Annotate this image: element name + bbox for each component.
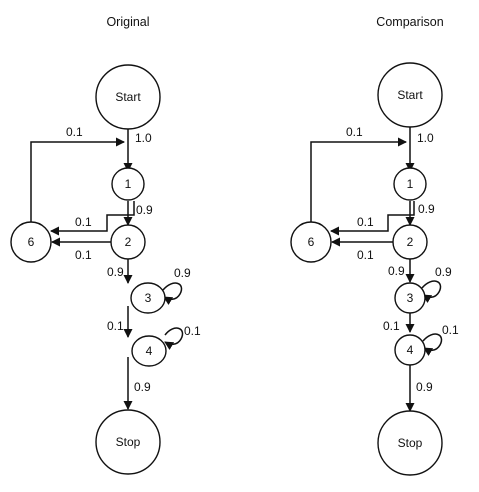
node-3: 3: [130, 282, 166, 314]
edge-6-to-1: [310, 137, 407, 227]
edge-label-2-to-6: 0.1: [357, 248, 374, 262]
svg-text:1: 1: [125, 177, 132, 191]
edge-label-2-to-6: 0.1: [75, 248, 92, 262]
node-6: 6: [10, 221, 52, 263]
panel-comparison: Comparison Start 1 2 6 3: [290, 15, 459, 476]
edge-label-2-to-3: 0.9: [388, 264, 405, 278]
node-4: 4: [394, 334, 426, 366]
svg-text:2: 2: [407, 235, 414, 249]
svg-text:3: 3: [407, 291, 414, 305]
edge-1-to-6: [330, 201, 415, 236]
node-1: 1: [111, 167, 145, 201]
node-6: 6: [290, 221, 332, 263]
edge-3-self: [162, 282, 183, 305]
svg-text:Stop: Stop: [116, 435, 141, 449]
edge-label-1-to-6: 0.1: [75, 215, 92, 229]
edge-label-4-to-stop: 0.9: [134, 380, 151, 394]
node-2: 2: [110, 224, 146, 260]
edge-label-1-to-6: 0.1: [357, 215, 374, 229]
node-start: Start: [95, 64, 161, 130]
svg-text:6: 6: [308, 235, 315, 249]
svg-text:1: 1: [407, 177, 414, 191]
edge-label-1-to-2: 0.9: [418, 202, 435, 216]
panel-original: Original Start 1 2 6 3: [10, 15, 201, 475]
edge-1-to-6: [50, 201, 135, 236]
node-stop: Stop: [377, 410, 443, 476]
edge-label-3-self: 0.9: [435, 265, 452, 279]
panel-title: Original: [106, 15, 149, 29]
edge-label-4-self: 0.1: [184, 324, 201, 338]
svg-text:3: 3: [145, 291, 152, 305]
svg-text:Start: Start: [115, 90, 141, 104]
edge-label-4-self: 0.1: [442, 323, 459, 337]
edge-label-start-to-1: 1.0: [135, 131, 152, 145]
edge-label-6-to-1: 0.1: [346, 125, 363, 139]
svg-text:4: 4: [146, 344, 153, 358]
svg-text:4: 4: [407, 343, 414, 357]
edge-label-2-to-3: 0.9: [107, 265, 124, 279]
edge-6-to-1: [30, 137, 125, 227]
node-3: 3: [394, 282, 426, 314]
svg-text:6: 6: [28, 235, 35, 249]
node-2: 2: [392, 224, 428, 260]
edge-label-4-to-stop: 0.9: [416, 380, 433, 394]
edge-label-6-to-1: 0.1: [66, 125, 83, 139]
node-start: Start: [377, 62, 443, 128]
node-1: 1: [393, 167, 427, 201]
edge-label-1-to-2: 0.9: [136, 203, 153, 217]
svg-text:Start: Start: [397, 88, 423, 102]
edge-label-3-to-4: 0.1: [383, 319, 400, 333]
edge-3-self: [421, 280, 442, 303]
edge-label-start-to-1: 1.0: [417, 131, 434, 145]
node-4: 4: [131, 335, 167, 367]
edge-4-self: [422, 333, 443, 356]
panel-title: Comparison: [376, 15, 443, 29]
svg-text:2: 2: [125, 235, 132, 249]
edge-label-3-self: 0.9: [174, 266, 191, 280]
edge-label-3-to-4: 0.1: [107, 319, 124, 333]
svg-text:Stop: Stop: [398, 436, 423, 450]
edge-4-self: [164, 327, 184, 350]
node-stop: Stop: [95, 409, 161, 475]
